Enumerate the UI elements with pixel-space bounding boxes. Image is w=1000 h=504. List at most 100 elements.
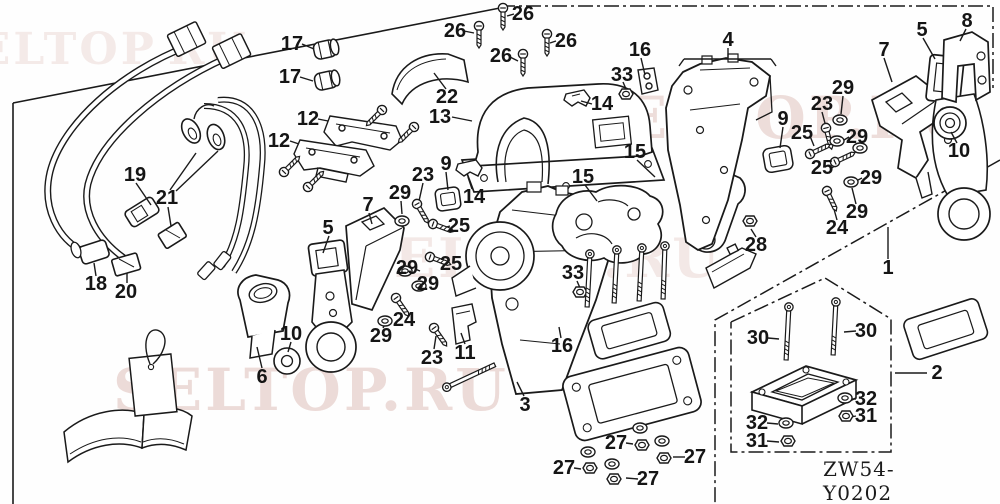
cap-9-left bbox=[435, 186, 462, 211]
nut-icon bbox=[656, 452, 672, 464]
part-label-12: 12 bbox=[296, 108, 320, 130]
part-label-27: 27 bbox=[636, 468, 660, 490]
leader-line bbox=[679, 59, 684, 66]
washer-icon bbox=[394, 215, 410, 227]
leader-line bbox=[810, 136, 814, 146]
part-label-28: 28 bbox=[744, 234, 768, 256]
spacer-kit-boundary bbox=[731, 278, 891, 452]
part-label-26: 26 bbox=[443, 20, 467, 42]
leader-line bbox=[302, 44, 314, 49]
slide-latch bbox=[706, 244, 756, 288]
packing-plate-right bbox=[902, 297, 989, 361]
bolt-icon bbox=[781, 301, 794, 361]
part-label-24: 24 bbox=[392, 309, 416, 331]
leader-line bbox=[626, 443, 633, 444]
part-label-27: 27 bbox=[683, 446, 707, 468]
part-label-14: 14 bbox=[462, 186, 486, 208]
hang-tag bbox=[129, 330, 177, 416]
leader-line bbox=[434, 73, 446, 89]
connector-plug-top-b bbox=[212, 33, 251, 69]
leader-line bbox=[585, 185, 597, 201]
part-label-16: 16 bbox=[628, 39, 652, 61]
part-label-13: 13 bbox=[428, 106, 452, 128]
leader-line bbox=[767, 441, 779, 442]
part-label-17: 17 bbox=[278, 66, 302, 88]
part-label-18: 18 bbox=[84, 273, 108, 295]
part-label-3: 3 bbox=[519, 394, 531, 416]
leader-line bbox=[841, 96, 843, 114]
part-label-26: 26 bbox=[511, 3, 535, 25]
screw-icon bbox=[300, 167, 328, 195]
part-label-23: 23 bbox=[420, 347, 444, 369]
part-label-9: 9 bbox=[440, 153, 452, 175]
bracket-4 bbox=[666, 54, 772, 250]
cable-clamps-17 bbox=[312, 38, 341, 91]
part-label-26: 26 bbox=[489, 45, 513, 67]
part-label-26: 26 bbox=[554, 30, 578, 52]
washer-icon bbox=[654, 435, 670, 447]
leader-line bbox=[923, 38, 935, 59]
part-label-5: 5 bbox=[322, 217, 334, 239]
part-label-31: 31 bbox=[854, 405, 878, 427]
leader-line bbox=[419, 183, 423, 201]
leader-line bbox=[434, 336, 436, 349]
roller-10-left bbox=[274, 348, 300, 374]
leader-line bbox=[290, 141, 299, 144]
leader-line bbox=[780, 127, 783, 148]
nut-icon bbox=[582, 462, 598, 474]
part-label-25: 25 bbox=[790, 122, 814, 144]
screw-icon bbox=[517, 48, 529, 77]
leader-line bbox=[559, 327, 561, 338]
leader-line bbox=[94, 263, 96, 276]
screw-icon bbox=[497, 2, 509, 31]
leader-line bbox=[257, 347, 262, 368]
grip-7-left bbox=[346, 208, 404, 310]
part-label-12: 12 bbox=[267, 130, 291, 152]
bolt-icon bbox=[440, 360, 498, 394]
part-label-23: 23 bbox=[810, 93, 834, 115]
leader-line bbox=[452, 117, 472, 121]
spacer-2 bbox=[752, 366, 856, 424]
leader-line bbox=[468, 177, 472, 189]
part-label-33: 33 bbox=[561, 262, 585, 284]
retainer-8 bbox=[942, 32, 990, 102]
part-label-6: 6 bbox=[256, 366, 268, 388]
leader-line bbox=[415, 269, 420, 271]
nut-icon bbox=[634, 439, 650, 451]
part-label-15: 15 bbox=[623, 141, 647, 163]
part-label-24: 24 bbox=[825, 217, 849, 239]
leader-line bbox=[401, 201, 402, 214]
cover-22 bbox=[392, 54, 468, 104]
part-label-19: 19 bbox=[123, 164, 147, 186]
lever-5-left bbox=[306, 240, 356, 372]
leader-line bbox=[623, 82, 626, 89]
part-label-7: 7 bbox=[362, 194, 374, 216]
part-label-27: 27 bbox=[552, 457, 576, 479]
owners-manual-book bbox=[64, 408, 192, 462]
leader-line bbox=[637, 160, 655, 177]
part-label-25: 25 bbox=[810, 157, 834, 179]
part-label-10: 10 bbox=[279, 323, 303, 345]
part-label-29: 29 bbox=[416, 273, 440, 295]
leader-line bbox=[517, 382, 524, 396]
leader-line bbox=[510, 57, 518, 61]
spade-terminals bbox=[197, 251, 232, 280]
plate-11 bbox=[452, 304, 476, 344]
leader-line bbox=[581, 101, 592, 104]
leader-line bbox=[844, 137, 849, 140]
leader-line bbox=[318, 119, 328, 121]
part-label-25: 25 bbox=[439, 253, 463, 275]
washer-icon bbox=[604, 458, 620, 470]
part-label-5: 5 bbox=[916, 19, 928, 41]
part-label-9: 9 bbox=[777, 108, 789, 130]
bushing-10-right bbox=[934, 107, 966, 139]
cam-plate-15 bbox=[553, 186, 663, 263]
leader-line bbox=[574, 468, 581, 469]
nut-icon bbox=[780, 435, 796, 447]
leader-line bbox=[464, 31, 474, 33]
screw-icon bbox=[473, 20, 485, 49]
housing-13 bbox=[462, 84, 664, 192]
leader-line bbox=[844, 331, 856, 332]
nut-icon bbox=[618, 88, 634, 100]
part-label-29: 29 bbox=[395, 257, 419, 279]
